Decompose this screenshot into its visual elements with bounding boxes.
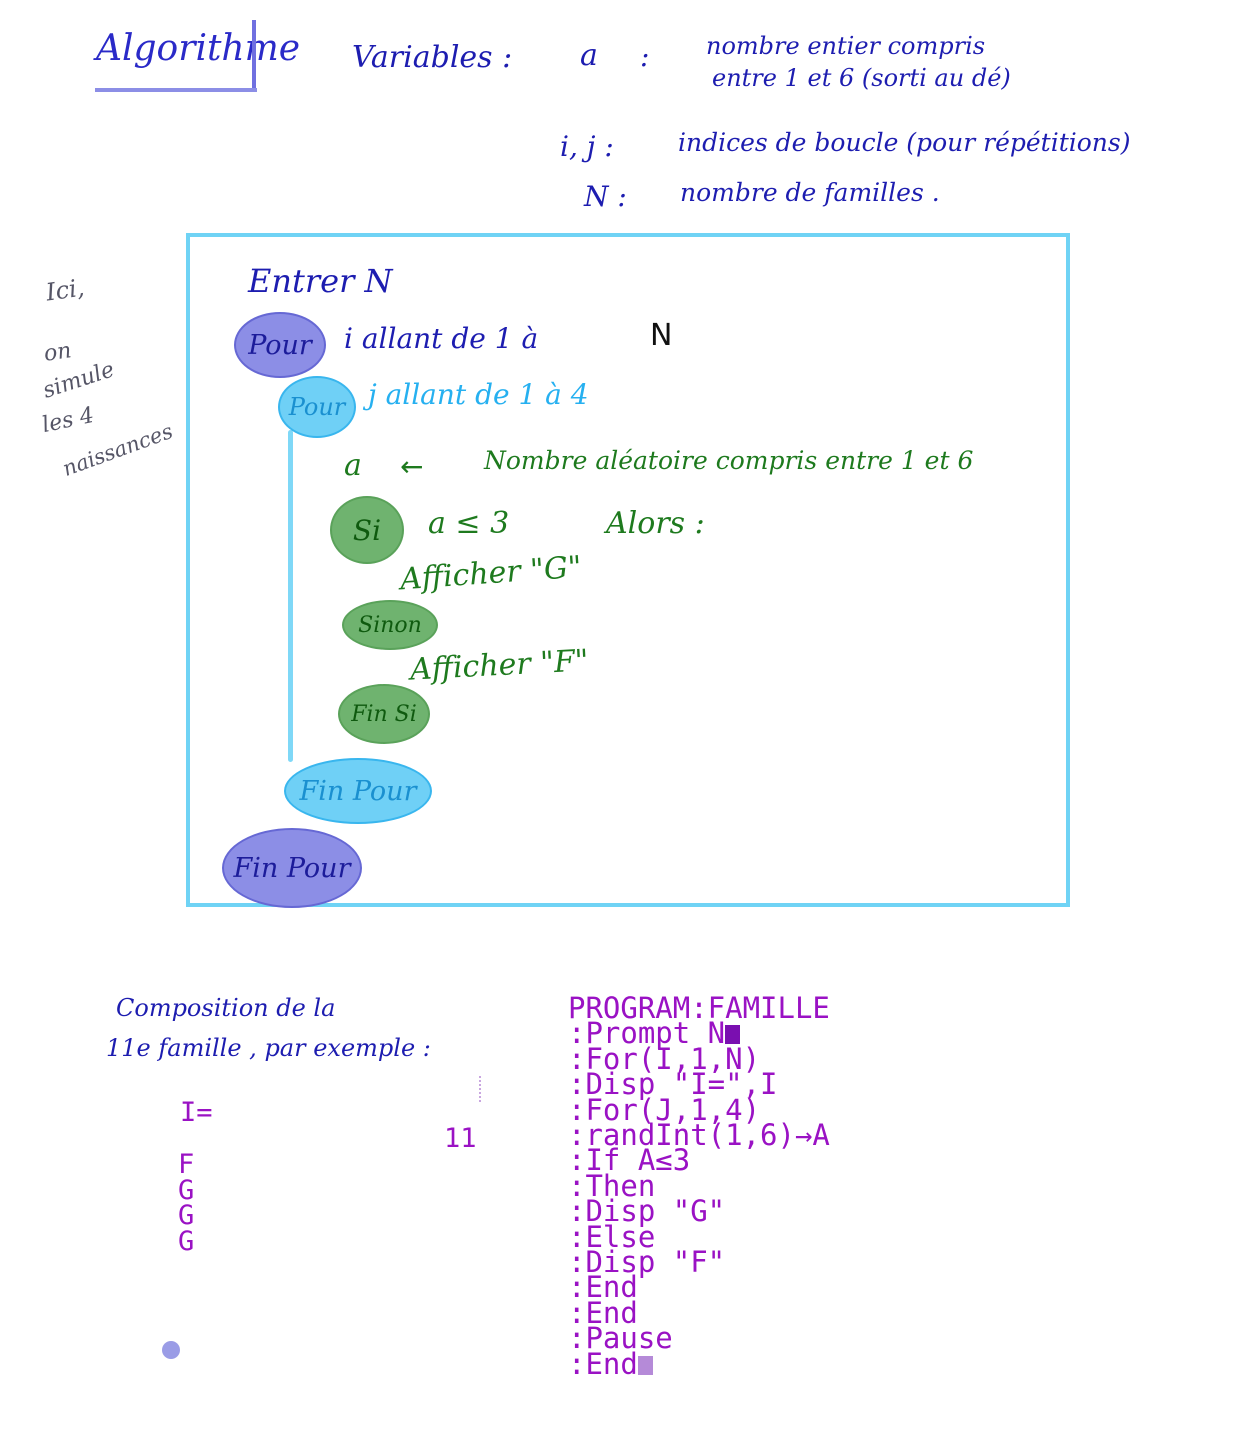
result-item: G (178, 1225, 195, 1257)
program-line: :If A≤3 (568, 1143, 691, 1178)
else-badge: Sinon (342, 600, 438, 650)
example-caption-1: Composition de la (116, 994, 336, 1022)
program-line: :End (568, 1295, 638, 1330)
cursor-icon (725, 1025, 741, 1045)
end-inner-for-badge: Fin Pour (284, 758, 432, 824)
assign-var: a (344, 448, 362, 483)
program-line: :Disp "G" (568, 1194, 726, 1229)
program-title: PROGRAM:FAMILLE (568, 991, 830, 1025)
result-item: G (178, 1174, 195, 1206)
var-a-name: a (580, 38, 598, 73)
screen-label: I= (180, 1097, 213, 1128)
if-condition: a ≤ 3 (428, 506, 510, 541)
side-note-line: les 4 (39, 402, 97, 439)
cursor-icon (637, 1355, 653, 1375)
example-caption-2: 11e famille , par exemple : (106, 1034, 431, 1062)
program-line: :Else (568, 1219, 656, 1254)
var-n-desc: nombre de familles . (680, 178, 940, 207)
side-note-line: Ici, (44, 273, 86, 307)
program-line: :randInt(1,6)→A (568, 1118, 830, 1153)
inner-for-badge: Pour (278, 376, 356, 438)
result-item: G (178, 1200, 195, 1232)
assign-arrow: ← (400, 450, 424, 483)
title-underline-right (252, 20, 256, 90)
program-line: :End (568, 1349, 830, 1378)
program-line: :Disp "F" (568, 1245, 726, 1280)
outer-for-text: i allant de 1 à (344, 322, 539, 355)
end-outer-for-badge: Fin Pour (222, 828, 362, 908)
program-line: :Prompt N (568, 1019, 830, 1048)
program-line: :Then (568, 1168, 656, 1203)
var-a-desc-2: entre 1 et 6 (sorti au dé) (712, 64, 1011, 92)
if-then: Alors : (606, 506, 705, 541)
variables-label: Variables : (352, 40, 513, 75)
inner-for-text: j allant de 1 à 4 (368, 378, 589, 411)
result-item: F (178, 1149, 195, 1180)
inner-loop-line (288, 430, 293, 762)
outer-for-n: N (650, 318, 673, 353)
screen-value: 11 (444, 1123, 477, 1154)
var-ij-name: i, j : (560, 130, 614, 163)
dot-marker (162, 1341, 180, 1359)
outer-for-badge: Pour (234, 312, 326, 378)
program-line: :Pause (568, 1321, 673, 1356)
results-list: F G G G (178, 1149, 195, 1257)
var-ij-desc: indices de boucle (pour répétitions) (678, 128, 1131, 157)
side-note-line: on (42, 338, 74, 367)
program-line: :For(J,1,4) (568, 1092, 761, 1127)
screen-scroll-indicator (479, 1076, 484, 1102)
algorithm-frame (186, 233, 1070, 907)
title-underline (95, 88, 257, 92)
program-line: :Disp "I=",I (568, 1067, 778, 1102)
program-line: :For(I,1,N) (568, 1041, 761, 1076)
end-if-badge: Fin Si (338, 684, 430, 744)
if-badge: Si (330, 496, 404, 564)
enter-n: Entrer N (248, 262, 393, 300)
var-a-sep: : (640, 40, 650, 73)
var-n-name: N : (584, 180, 627, 213)
program-line: :End (568, 1270, 638, 1305)
page-title: Algorithme (96, 28, 301, 69)
program-listing: PROGRAM:FAMILLE :Prompt N :For(I,1,N) :D… (568, 991, 830, 1378)
assign-text: Nombre aléatoire compris entre 1 et 6 (484, 446, 974, 475)
var-a-desc-1: nombre entier compris (706, 32, 986, 60)
